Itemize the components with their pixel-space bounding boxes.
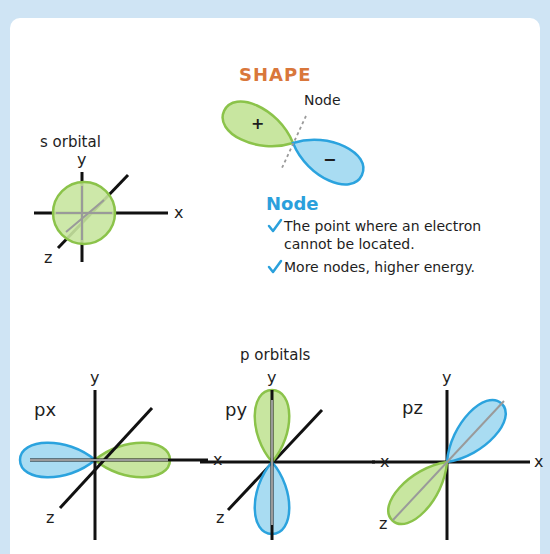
axis-label: z — [216, 508, 224, 527]
node-heading: Node — [266, 193, 319, 215]
node-figure — [216, 94, 370, 192]
axis-label: y — [90, 368, 99, 387]
orbital-name: px — [34, 399, 56, 421]
axis-label: y — [77, 150, 86, 169]
py-orbital-figure — [200, 390, 375, 540]
axis-label: z — [46, 508, 54, 527]
pz-orbital-figure — [372, 390, 530, 540]
orbital-name: s orbital — [40, 133, 101, 151]
section-subtitle: p orbitals — [240, 346, 310, 364]
orbital-name: pz — [402, 397, 423, 419]
axis-label: x — [174, 203, 183, 222]
px-orbital-figure — [20, 390, 208, 540]
axis-label: z — [44, 248, 52, 267]
phase-sign: + — [251, 114, 264, 133]
orbital-name: py — [225, 399, 247, 421]
check-mark — [269, 261, 281, 272]
node-label: Node — [304, 92, 341, 109]
s-orbital-figure — [34, 172, 168, 262]
phase-sign: − — [323, 150, 336, 169]
axis-label: x — [534, 452, 543, 471]
axis-label: z — [379, 514, 387, 533]
check-mark — [269, 220, 281, 231]
axis-label: y — [267, 368, 276, 387]
node-note: The point where an electron cannot be lo… — [284, 217, 529, 253]
axis-label: x — [380, 452, 389, 471]
axis-label: y — [442, 368, 451, 387]
section-title: SHAPE — [239, 64, 311, 86]
node-note: More nodes, higher energy. — [284, 258, 529, 276]
axis-label: x — [213, 450, 222, 469]
